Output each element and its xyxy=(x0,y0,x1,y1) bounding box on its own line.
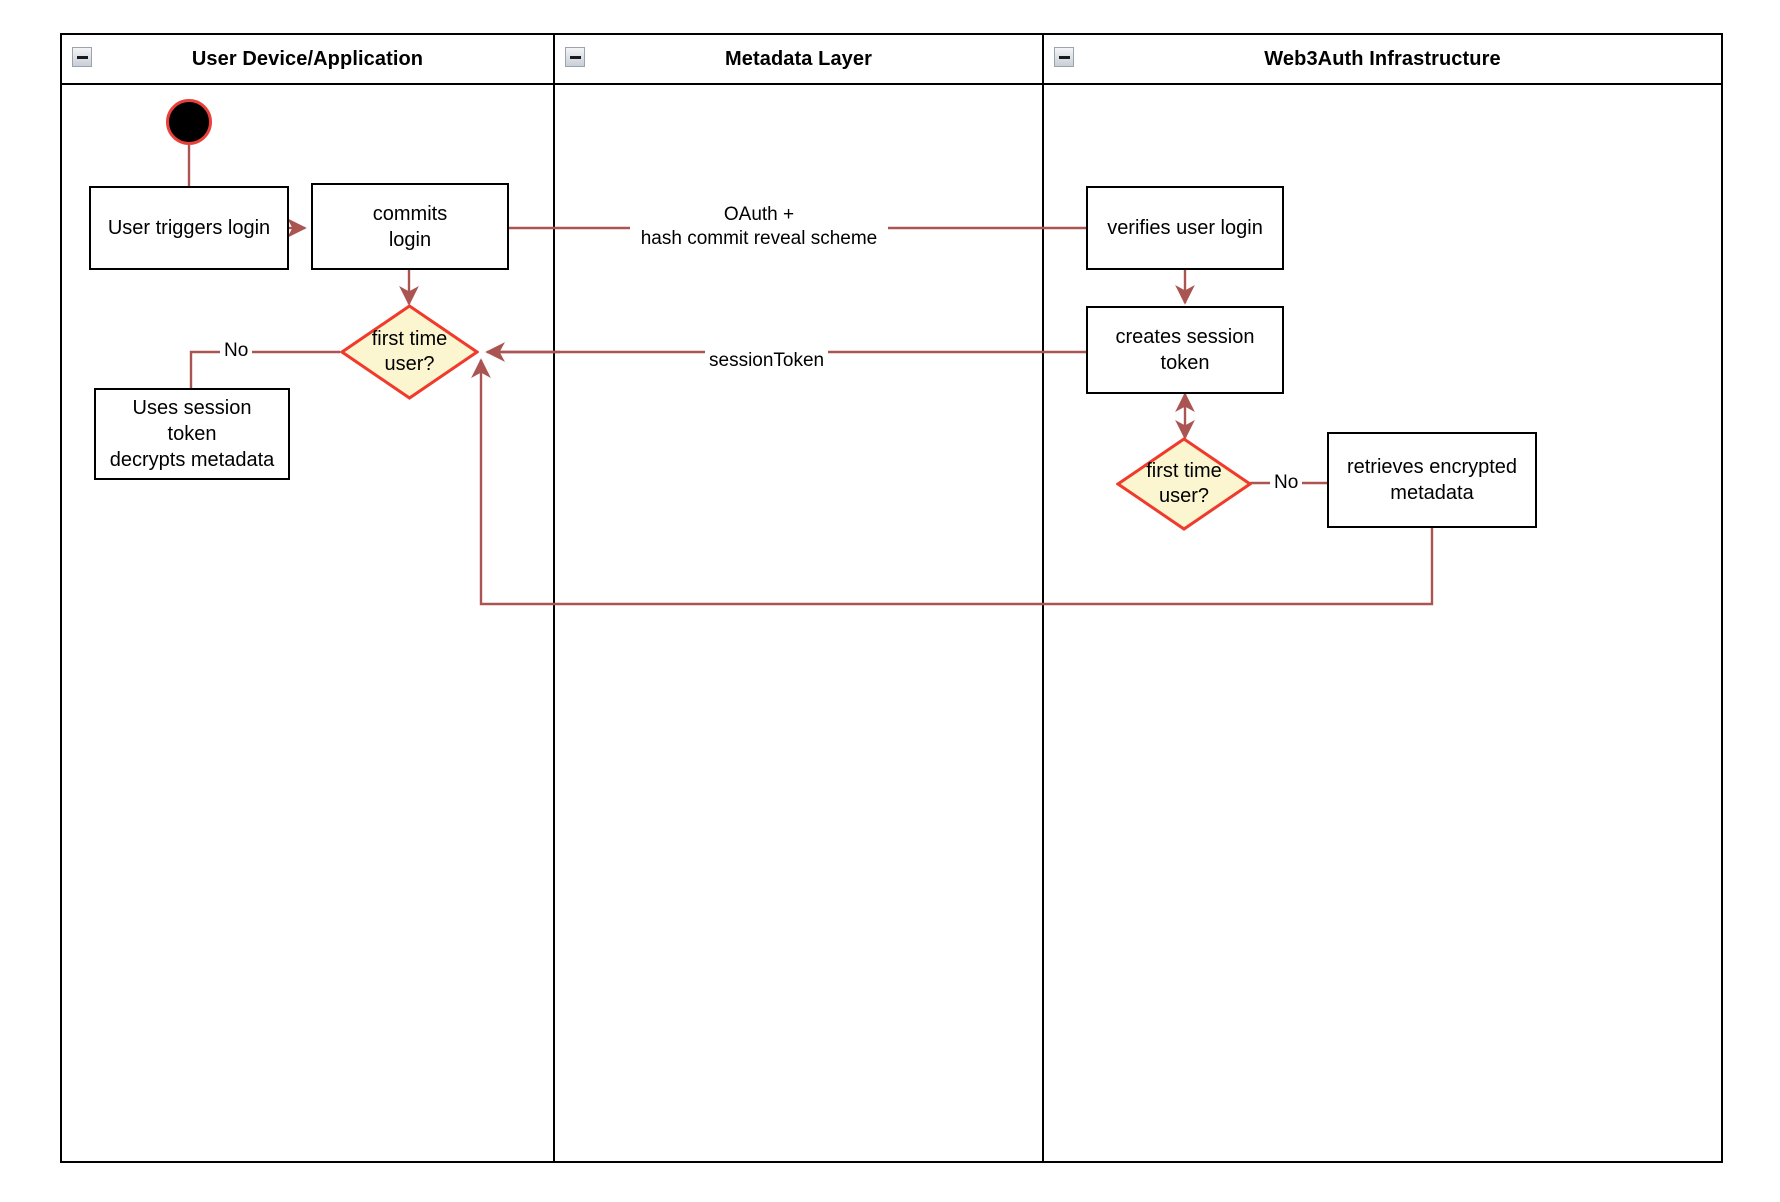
activity-label-line2: token xyxy=(1160,352,1210,374)
activity-label-line1: Uses session xyxy=(132,397,252,419)
edge-label-oauth-line1: OAuth + xyxy=(723,204,795,225)
activity-user-triggers-login[interactable]: User triggers login xyxy=(89,186,289,270)
collapse-minus-icon[interactable] xyxy=(565,47,585,67)
edge-label-no-server: No xyxy=(1270,471,1303,495)
edge-label-oauth-line2: hash commit reveal scheme xyxy=(640,227,878,249)
edge-label-session-token: sessionToken xyxy=(705,349,829,373)
edge-label-oauth: OAuth + hash commit reveal scheme xyxy=(630,203,888,251)
minus-glyph xyxy=(569,55,581,59)
lane-divider-1 xyxy=(553,35,555,1161)
activity-uses-session-token[interactable]: Uses session token decrypts metadata xyxy=(94,388,290,480)
activity-label-line2: login xyxy=(388,228,432,251)
swimlane-pool: User Device/Application Metadata Layer W… xyxy=(60,33,1723,1163)
lane-header-user-device[interactable]: User Device/Application xyxy=(62,35,553,85)
decision-label-line1: first time xyxy=(371,328,448,350)
lane-divider-2 xyxy=(1042,35,1044,1161)
collapse-minus-icon[interactable] xyxy=(72,47,92,67)
activity-creates-session-token[interactable]: creates session token xyxy=(1086,306,1284,394)
lane-title-user-device: User Device/Application xyxy=(191,47,424,70)
activity-label-line1: retrieves encrypted xyxy=(1346,456,1518,478)
minus-glyph xyxy=(1058,55,1070,59)
lane-title-metadata-layer: Metadata Layer xyxy=(724,47,872,70)
lane-title-web3auth: Web3Auth Infrastructure xyxy=(1264,47,1501,70)
decision-label-line2: user? xyxy=(1158,485,1210,507)
decision-label-line2: user? xyxy=(384,353,435,375)
activity-label-line2: metadata xyxy=(1390,482,1474,504)
activity-verifies-user-login[interactable]: verifies user login xyxy=(1086,186,1284,270)
lane-header-metadata-layer[interactable]: Metadata Layer xyxy=(553,35,1042,85)
collapse-minus-icon[interactable] xyxy=(1054,47,1074,67)
decision-label-line1: first time xyxy=(1146,460,1222,482)
decision-diamond-shape xyxy=(1116,437,1252,531)
lane-header-web3auth[interactable]: Web3Auth Infrastructure xyxy=(1042,35,1721,85)
activity-label-line1: creates session xyxy=(1115,326,1255,348)
minus-glyph xyxy=(76,55,88,59)
decision-first-time-user-client[interactable]: first time user? xyxy=(340,304,479,400)
decision-first-time-user-server[interactable]: first time user? xyxy=(1116,437,1252,531)
activity-commits-login[interactable]: commits login xyxy=(311,183,509,270)
activity-label-line2: token xyxy=(167,423,217,445)
decision-diamond-shape xyxy=(340,304,479,400)
decision-label: first time user? xyxy=(372,327,448,377)
activity-label: verifies user login xyxy=(1107,217,1263,239)
activity-label-line3: decrypts metadata xyxy=(109,449,275,471)
edge-label-no-client: No xyxy=(220,339,253,363)
activity-label: User triggers login xyxy=(107,217,271,239)
activity-retrieves-encrypted-metadata[interactable]: retrieves encrypted metadata xyxy=(1327,432,1537,528)
initial-node xyxy=(166,99,212,145)
decision-label: first time user? xyxy=(1146,459,1222,509)
activity-label-line1: commits xyxy=(372,202,448,225)
